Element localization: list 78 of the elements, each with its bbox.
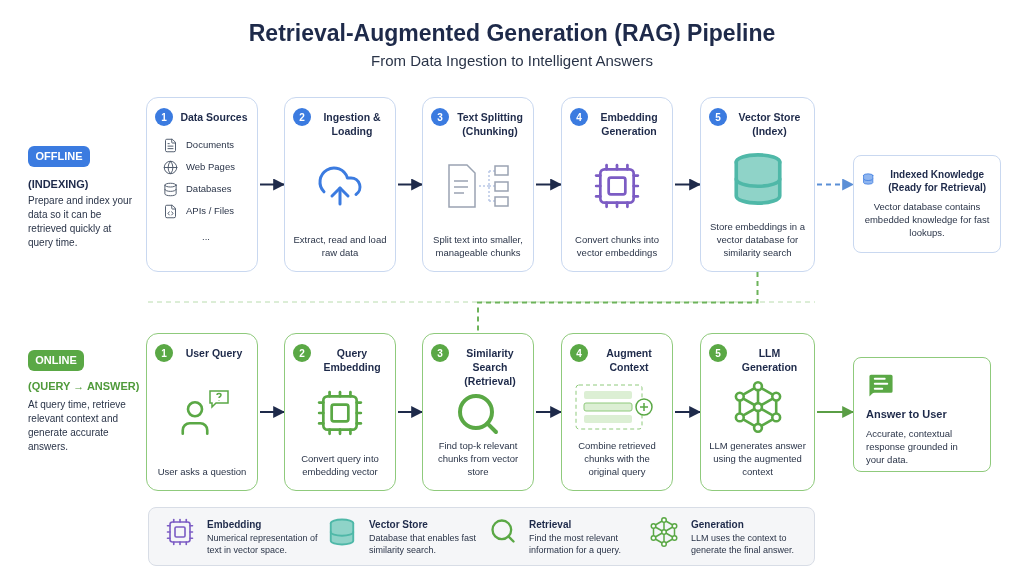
arrow: [259, 178, 286, 191]
diagram-title: Retrieval-Augmented Generation (RAG) Pipeline: [247, 19, 777, 48]
arrow: [816, 178, 855, 191]
arrow: [397, 178, 424, 191]
arrow: [674, 178, 702, 191]
step-number-badge: 1: [155, 344, 173, 362]
subtitle: From Data Ingestion to Intelligent Answers: [370, 51, 654, 71]
result-title: Indexed Knowledge (Ready for Retrieval): [887, 168, 988, 194]
result-card: [853, 155, 1001, 253]
source-item: Databases: [186, 182, 232, 197]
step-title: LLM Generation: [740, 346, 799, 374]
step-number-badge: 2: [293, 344, 311, 362]
connector-line: [477, 271, 759, 334]
glossary-definition: Database that enables fast similarity search.: [369, 532, 478, 556]
step-number-badge: 3: [431, 108, 449, 126]
step-title: Similarity Search (Retrieval): [463, 346, 517, 388]
step-card: [146, 97, 258, 272]
arrow: [816, 406, 855, 418]
glossary-definition: LLM uses the context to generate the final answer.: [691, 532, 796, 556]
mode-description: At query time, retrieve relevant context and generate accurate answers.: [28, 398, 127, 454]
step-number-badge: 5: [709, 344, 727, 362]
step-description: User asks a question: [157, 465, 247, 478]
step-card: [284, 97, 396, 272]
source-item: Web Pages: [186, 160, 235, 175]
glossary-definition: Numerical representation of text in vector space.: [207, 532, 319, 556]
step-description: Split text into smaller, manageable chunks: [432, 233, 524, 259]
mode-label: (INDEXING): [28, 177, 89, 192]
step-description: Extract, read and load raw data: [293, 233, 387, 259]
glossary-definition: Find the most relevant information for a query.: [529, 532, 622, 556]
source-item: APIs / Files: [186, 204, 235, 219]
mode-badge: OFFLINE: [28, 146, 90, 167]
mode-description: Prepare and index your data so it can be retrieved quickly at query time.: [28, 194, 132, 250]
source-item: Documents: [186, 138, 235, 153]
step-card: [561, 333, 673, 491]
step-title: User Query: [184, 346, 244, 360]
step-title: Data Sources: [179, 110, 249, 124]
step-description: Store embeddings in a vector database for similarity search: [709, 220, 806, 259]
step-title: Query Embedding: [322, 346, 382, 374]
step-card: [284, 333, 396, 491]
step-number-badge: 5: [709, 108, 727, 126]
step-card: [422, 97, 534, 272]
result-description: Accurate, contextual response grounded in your data.: [866, 426, 959, 466]
result-description: Vector database contains embedded knowledge for fast lookups.: [863, 200, 991, 239]
step-number-badge: 1: [155, 108, 173, 126]
arrow: [674, 406, 702, 418]
step-card: [700, 97, 815, 272]
step-title: Ingestion & Loading: [322, 110, 382, 138]
result-title: Answer to User: [866, 407, 947, 422]
step-card: [700, 333, 815, 491]
step-number-badge: 4: [570, 344, 588, 362]
mode-badge: ONLINE: [28, 350, 84, 371]
step-title: Augment Context: [605, 346, 653, 374]
glossary-term: Embedding: [207, 518, 263, 532]
step-description: Convert query into embedding vector: [300, 452, 380, 478]
arrow: [535, 178, 563, 191]
glossary-term: Retrieval: [529, 518, 573, 532]
result-card: [853, 357, 991, 472]
step-card: [146, 333, 258, 491]
step-description: LLM generates answer using the augmented context: [709, 439, 806, 478]
step-description: Combine retrieved chunks with the original query: [577, 439, 657, 478]
step-description: Convert chunks into vector embeddings: [574, 233, 660, 259]
step-number-badge: 4: [570, 108, 588, 126]
step-description: Find top-k relevant chunks from vector store: [436, 439, 520, 478]
step-title: Vector Store (Index): [737, 110, 802, 138]
glossary-term: Generation: [691, 518, 745, 532]
ellipsis-text: ...: [201, 230, 211, 244]
mode-label: (QUERY → ANSWER): [28, 379, 140, 394]
arrow: [535, 406, 563, 418]
arrow: [259, 406, 286, 418]
step-card: [422, 333, 534, 491]
step-card: [561, 97, 673, 272]
arrow: [397, 406, 424, 418]
step-number-badge: 2: [293, 108, 311, 126]
glossary-term: Vector Store: [369, 518, 429, 532]
step-number-badge: 3: [431, 344, 449, 362]
step-title: Text Splitting (Chunking): [456, 110, 524, 138]
step-title: Embedding Generation: [599, 110, 659, 138]
glossary-panel: [148, 507, 815, 566]
